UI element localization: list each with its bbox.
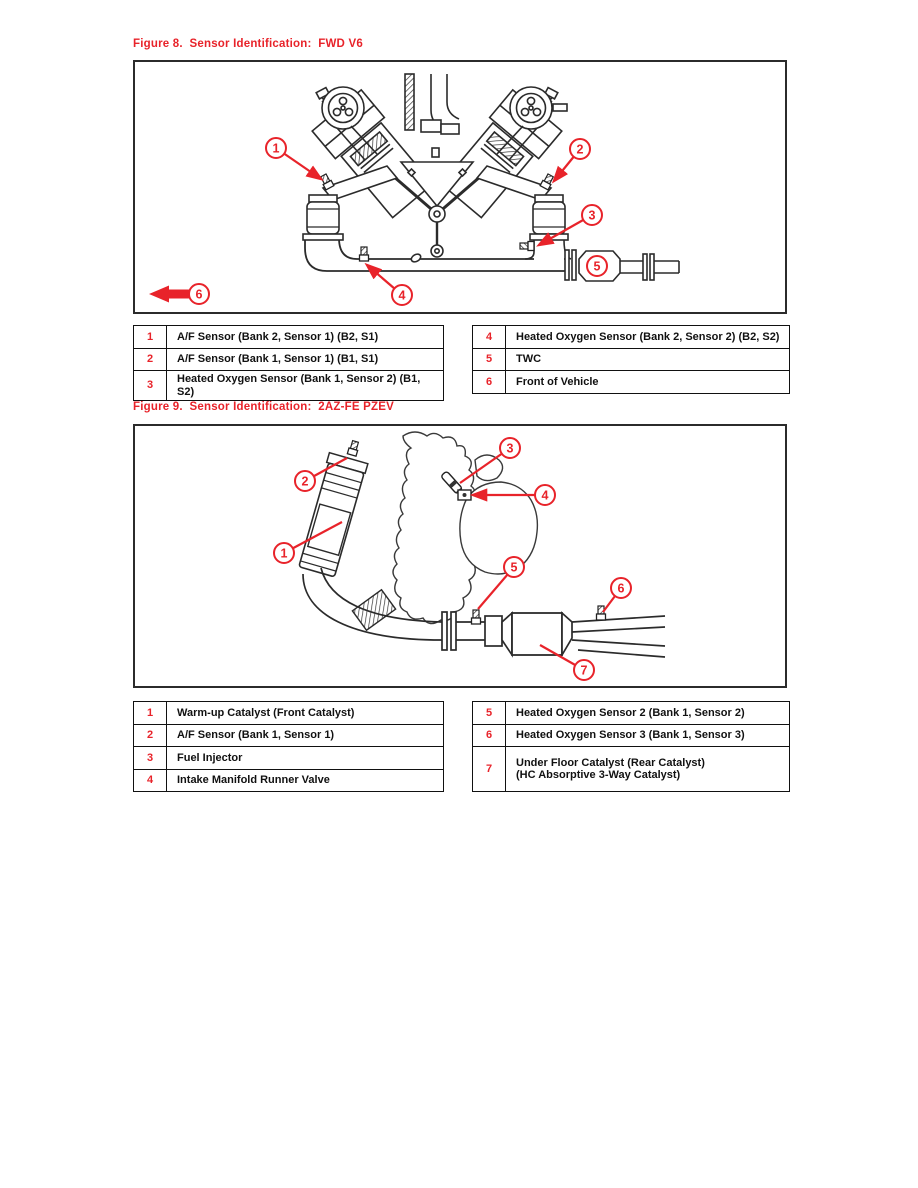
table-row: 5 Heated Oxygen Sensor 2 (Bank 1, Sensor… [472,701,790,725]
row-description: Heated Oxygen Sensor 3 (Bank 1, Sensor 3… [505,723,790,748]
row-description: A/F Sensor (Bank 1, Sensor 1) (B1, S1) [166,347,444,372]
figure9-diagram: 1 2 3 4 5 [273,431,666,681]
under-floor-catalyst [511,612,563,656]
figure8-table-left: 1 A/F Sensor (Bank 2, Sensor 1) (B2, S1)… [133,325,444,402]
af-sensor-b1s1 [539,172,556,191]
figure9-title: Figure 9. Sensor Identification: 2AZ-FE … [133,401,394,413]
table-row: 7 Under Floor Catalyst (Rear Catalyst) (… [472,746,790,793]
af-sensor-b2s1 [318,172,335,191]
row-description: TWC [505,347,790,372]
row-description: Front of Vehicle [505,370,790,394]
row-number: 5 [472,701,506,725]
callout-5: 5 [586,255,608,277]
twc-muffler [564,249,680,282]
exhaust-pipe-run [304,237,567,272]
engine-outline [392,431,539,625]
svg-text:3: 3 [589,209,596,223]
figure8-diagram-panel: 1 2 3 4 5 [133,60,787,314]
table-row: 3 Fuel Injector [133,746,444,770]
row-description: Heated Oxygen Sensor (Bank 2, Sensor 2) … [505,325,790,349]
exhaust-system [302,567,666,659]
callout-4: 4 [391,284,413,306]
row-description: Intake Manifold Runner Valve [166,768,444,793]
row-description-line1: Under Floor Catalyst (Rear Catalyst) [516,756,705,769]
svg-text:6: 6 [618,582,625,596]
dipstick-tube [404,73,415,131]
row-number: 7 [472,746,506,793]
row-description: Fuel Injector [166,746,444,770]
flex-joint [351,588,397,632]
row-number: 5 [472,347,506,372]
row-description: Heated Oxygen Sensor 2 (Bank 1, Sensor 2… [505,701,790,725]
engine-assembly [311,73,568,263]
svg-text:7: 7 [581,664,588,678]
table-row: 6 Front of Vehicle [472,370,790,394]
callout-1: 1 [273,542,295,564]
row-description-line2: (HC Absorptive 3-Way Catalyst) [516,769,681,782]
table-row: 3 Heated Oxygen Sensor (Bank 1, Sensor 2… [133,370,444,402]
figure9-table-right: 5 Heated Oxygen Sensor 2 (Bank 1, Sensor… [472,701,790,793]
exhaust-manifolds [302,165,680,282]
row-number: 1 [133,325,167,349]
row-description: Under Floor Catalyst (Rear Catalyst) (HC… [505,746,790,793]
row-number: 6 [472,723,506,748]
callout-2: 2 [294,470,316,492]
svg-text:5: 5 [594,260,601,274]
row-number: 1 [133,701,167,725]
svg-text:1: 1 [273,142,280,156]
svg-text:6: 6 [196,288,203,302]
callout-2: 2 [569,138,591,160]
row-description: A/F Sensor (Bank 1, Sensor 1) [166,723,444,748]
callout-3: 3 [581,204,603,226]
figure8-table-right: 4 Heated Oxygen Sensor (Bank 2, Sensor 2… [472,325,790,394]
callout-4: 4 [534,484,556,506]
svg-text:2: 2 [577,143,584,157]
row-number: 3 [133,370,167,402]
row-number: 2 [133,347,167,372]
callout-6: 6 [188,283,210,305]
ho2s-3-sensor [595,605,607,621]
row-number: 3 [133,746,167,770]
figure9-diagram-panel: 1 2 3 4 5 [133,424,787,688]
row-number: 4 [472,325,506,349]
row-description: Warm-up Catalyst (Front Catalyst) [166,701,444,725]
table-row: 4 Intake Manifold Runner Valve [133,768,444,793]
figure9-table-left: 1 Warm-up Catalyst (Front Catalyst) 2 A/… [133,701,444,793]
callout-5: 5 [503,556,525,578]
row-number: 2 [133,723,167,748]
ho2s-b2s2 [358,246,370,262]
table-row: 6 Heated Oxygen Sensor 3 (Bank 1, Sensor… [472,723,790,748]
svg-text:4: 4 [542,489,549,503]
row-number: 6 [472,370,506,394]
svg-text:3: 3 [507,442,514,456]
callout-1: 1 [265,137,287,159]
svg-text:4: 4 [399,289,406,303]
warm-up-catalyst [298,439,369,577]
row-description: A/F Sensor (Bank 2, Sensor 1) (B2, S1) [166,325,444,349]
table-row: 5 TWC [472,347,790,372]
table-row: 2 A/F Sensor (Bank 1, Sensor 1) (B1, S1) [133,347,444,372]
ho2s-2-sensor [470,609,482,625]
callout-3: 3 [499,437,521,459]
figure8-title: Figure 8. Sensor Identification: FWD V6 [133,38,363,50]
left-catalyst [302,194,344,241]
table-row: 2 A/F Sensor (Bank 1, Sensor 1) [133,723,444,748]
svg-text:5: 5 [511,561,518,575]
table-row: 1 A/F Sensor (Bank 2, Sensor 1) (B2, S1) [133,325,444,349]
row-description: Heated Oxygen Sensor (Bank 1, Sensor 2) … [166,370,444,402]
svg-text:2: 2 [302,475,309,489]
table-row: 1 Warm-up Catalyst (Front Catalyst) [133,701,444,725]
ho2s-b1s2 [519,240,535,252]
row-number: 4 [133,768,167,793]
front-of-vehicle-arrow [149,285,190,303]
intake-manifold-runner-valve [457,489,472,501]
af-sensor-b1s1 [346,439,361,457]
left-pulley [315,86,378,161]
figure8-diagram: 1 2 3 4 5 [149,73,680,306]
callout-6: 6 [610,577,632,599]
right-pulley [496,86,568,161]
svg-text:1: 1 [281,547,288,561]
table-row: 4 Heated Oxygen Sensor (Bank 2, Sensor 2… [472,325,790,349]
callout-7: 7 [573,659,595,681]
